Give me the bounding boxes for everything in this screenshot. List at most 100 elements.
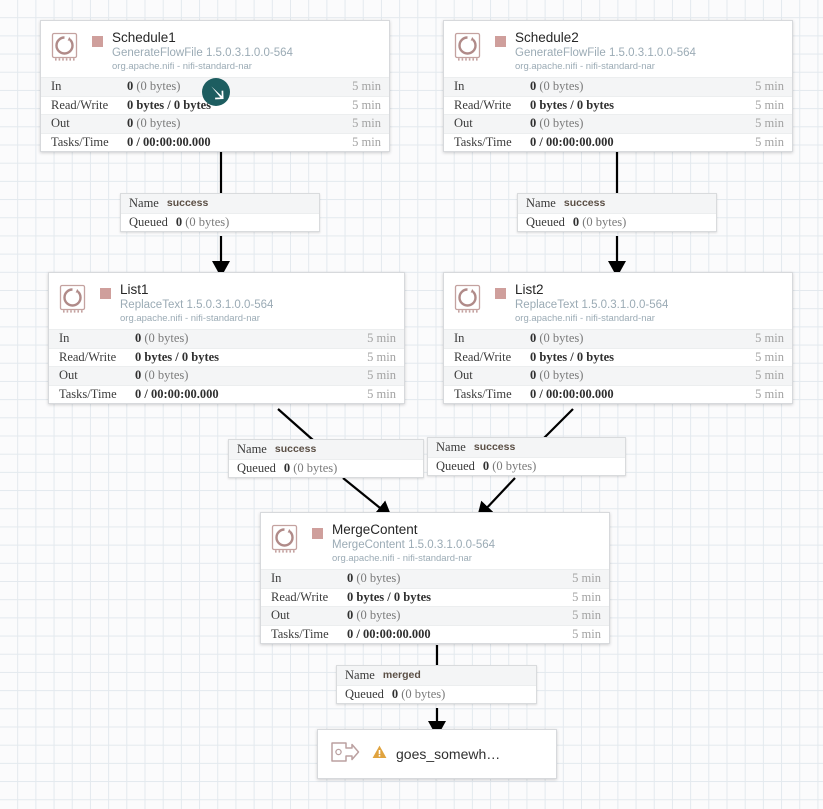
connection-name-row: Name success <box>518 194 716 213</box>
stat-value: 0 / 00:00:00.000 <box>530 135 614 150</box>
connection-name-label: Name <box>345 667 375 682</box>
connection-queued-row: Queued 0 (0 bytes) <box>337 684 536 703</box>
stat-value: 0 / 00:00:00.000 <box>127 135 211 150</box>
stat-time: 5 min <box>367 368 396 383</box>
stat-time: 5 min <box>572 589 601 604</box>
processor-titles: Schedule1 GenerateFlowFile 1.5.0.3.1.0.0… <box>112 30 293 73</box>
connection-name-row: Name success <box>229 440 423 459</box>
processor-bundle: org.apache.nifi - nifi-standard-nar <box>120 313 260 324</box>
processor-header: MergeContent MergeContent 1.5.0.3.1.0.0-… <box>261 513 609 569</box>
stat-label: Out <box>454 116 473 131</box>
stat-value: 0 (0 bytes) <box>135 331 189 346</box>
processor-name: Schedule2 <box>515 30 579 45</box>
stat-value: 0 / 00:00:00.000 <box>135 387 219 402</box>
connection-label-list1-merge[interactable]: Name success Queued 0 (0 bytes) <box>228 439 424 478</box>
connection-queued-value: 0 (0 bytes) <box>391 686 446 701</box>
connection-queued-label: Queued <box>237 460 276 475</box>
connection-queued-row: Queued 0 (0 bytes) <box>121 212 319 231</box>
processor-schedule2[interactable]: Schedule2 GenerateFlowFile 1.5.0.3.1.0.0… <box>443 20 793 153</box>
status-badge-stopped[interactable] <box>495 36 506 47</box>
stat-label: Out <box>454 368 473 383</box>
processor-header: Schedule2 GenerateFlowFile 1.5.0.3.1.0.0… <box>444 21 792 77</box>
processor-icon <box>453 283 484 314</box>
processor-schedule1[interactable]: Schedule1 GenerateFlowFile 1.5.0.3.1.0.0… <box>40 20 390 153</box>
stat-row: In 0 (0 bytes) 5 min <box>41 77 389 96</box>
connection-name-label: Name <box>129 195 159 210</box>
stat-row: Tasks/Time 0 / 00:00:00.000 5 min <box>444 384 792 404</box>
processor-type: MergeContent 1.5.0.3.1.0.0-564 <box>332 539 496 551</box>
processor-type: ReplaceText 1.5.0.3.1.0.0-564 <box>515 299 669 311</box>
stat-value: 0 bytes / 0 bytes <box>530 97 615 112</box>
stat-time: 5 min <box>367 387 396 402</box>
stat-label: Tasks/Time <box>51 135 109 150</box>
stat-time: 5 min <box>572 571 601 586</box>
stat-time: 5 min <box>352 135 381 150</box>
stat-time: 5 min <box>755 97 784 112</box>
stat-row: Tasks/Time 0 / 00:00:00.000 5 min <box>261 624 609 644</box>
processor-titles: List1 ReplaceText 1.5.0.3.1.0.0-564 org.… <box>120 282 273 325</box>
output-port-name: goes_somewh… <box>396 746 501 762</box>
connection-label-schedule1-list1[interactable]: Name success Queued 0 (0 bytes) <box>120 193 320 232</box>
stat-row: Read/Write 0 bytes / 0 bytes 5 min <box>49 347 404 367</box>
stat-row: Out 0 (0 bytes) 5 min <box>49 366 404 385</box>
stat-time: 5 min <box>755 387 784 402</box>
connection-queued-label: Queued <box>526 214 565 229</box>
stat-time: 5 min <box>755 79 784 94</box>
stat-row: Tasks/Time 0 / 00:00:00.000 5 min <box>444 132 792 152</box>
connection-name-value: merged <box>382 669 421 682</box>
stat-label: In <box>454 79 465 94</box>
processor-titles: MergeContent MergeContent 1.5.0.3.1.0.0-… <box>332 522 495 565</box>
processor-icon <box>270 523 301 554</box>
warning-triangle-icon[interactable] <box>372 745 387 764</box>
connection-queued-row: Queued 0 (0 bytes) <box>428 456 625 475</box>
connection-queued-value: 0 (0 bytes) <box>283 460 338 475</box>
connection-label-schedule2-list2[interactable]: Name success Queued 0 (0 bytes) <box>517 193 717 232</box>
processor-list1[interactable]: List1 ReplaceText 1.5.0.3.1.0.0-564 org.… <box>48 272 405 405</box>
stat-label: Out <box>51 116 70 131</box>
processor-bundle: org.apache.nifi - nifi-standard-nar <box>112 61 252 72</box>
connection-queued-label: Queued <box>129 214 168 229</box>
stat-row: Read/Write 0 bytes / 0 bytes 5 min <box>444 347 792 367</box>
connection-name-value: success <box>274 443 317 456</box>
stat-time: 5 min <box>352 116 381 131</box>
stat-value: 0 (0 bytes) <box>530 331 584 346</box>
stat-label: Read/Write <box>271 589 329 604</box>
processor-name: Schedule1 <box>112 30 176 45</box>
stat-time: 5 min <box>755 349 784 364</box>
stat-label: In <box>454 331 465 346</box>
stat-value: 0 (0 bytes) <box>530 116 584 131</box>
stat-row: Read/Write 0 bytes / 0 bytes 5 min <box>41 95 389 115</box>
processor-name: MergeContent <box>332 522 418 537</box>
stat-label: In <box>59 331 70 346</box>
processor-header: Schedule1 GenerateFlowFile 1.5.0.3.1.0.0… <box>41 21 389 77</box>
stat-label: Out <box>59 368 78 383</box>
edge-label-to-merge-left <box>342 477 393 518</box>
processor-titles: List2 ReplaceText 1.5.0.3.1.0.0-564 org.… <box>515 282 668 325</box>
stat-label: Tasks/Time <box>59 387 117 402</box>
output-port-goes-somewhere[interactable]: goes_somewh… <box>317 729 557 779</box>
stat-value: 0 / 00:00:00.000 <box>347 627 431 642</box>
processor-bundle: org.apache.nifi - nifi-standard-nar <box>515 61 655 72</box>
connection-label-list2-merge[interactable]: Name success Queued 0 (0 bytes) <box>427 437 626 476</box>
stat-time: 5 min <box>367 331 396 346</box>
processor-list2[interactable]: List2 ReplaceText 1.5.0.3.1.0.0-564 org.… <box>443 272 793 405</box>
stat-row: In 0 (0 bytes) 5 min <box>261 569 609 588</box>
stat-time: 5 min <box>352 97 381 112</box>
stat-value: 0 / 00:00:00.000 <box>530 387 614 402</box>
stat-value: 0 (0 bytes) <box>347 608 401 623</box>
status-badge-stopped[interactable] <box>312 528 323 539</box>
stat-value: 0 (0 bytes) <box>135 368 189 383</box>
status-badge-stopped[interactable] <box>92 36 103 47</box>
status-badge-stopped[interactable] <box>495 288 506 299</box>
stat-label: Out <box>271 608 290 623</box>
stat-time: 5 min <box>755 331 784 346</box>
connection-label-merge-port[interactable]: Name merged Queued 0 (0 bytes) <box>336 665 537 704</box>
stat-label: Tasks/Time <box>454 387 512 402</box>
status-badge-stopped[interactable] <box>100 288 111 299</box>
stat-label: Tasks/Time <box>271 627 329 642</box>
processor-mergecontent[interactable]: MergeContent MergeContent 1.5.0.3.1.0.0-… <box>260 512 610 645</box>
connection-queued-value: 0 (0 bytes) <box>482 458 537 473</box>
connection-queued-row: Queued 0 (0 bytes) <box>229 458 423 477</box>
stat-row: In 0 (0 bytes) 5 min <box>444 329 792 348</box>
